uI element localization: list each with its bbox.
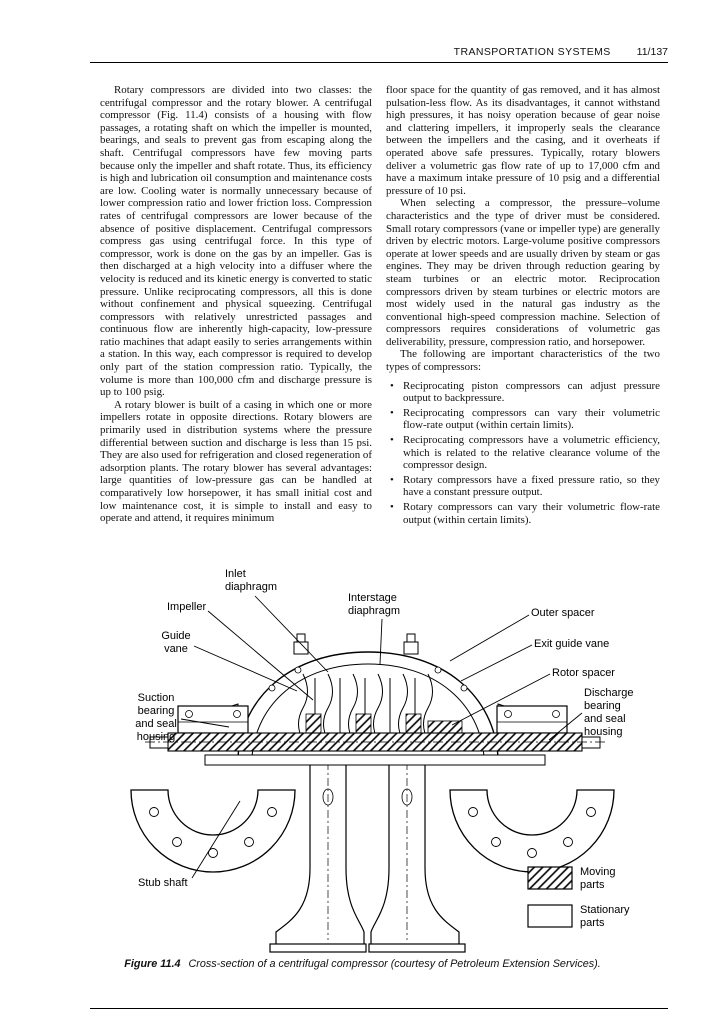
leader-outer-spacer bbox=[449, 614, 530, 662]
label-suction-bearing: Suction bearing and seal housing bbox=[135, 692, 177, 743]
compressor-cross-section-diagram bbox=[130, 595, 615, 953]
label-rotor-spacer: Rotor spacer bbox=[552, 667, 615, 679]
label-outer-spacer: Outer spacer bbox=[531, 607, 595, 619]
leader-guide-vane bbox=[193, 645, 298, 692]
figure-caption: Figure 11.4 Cross-section of a centrifuga… bbox=[60, 958, 665, 970]
legend-stationary-swatch bbox=[527, 904, 573, 928]
label-discharge-bearing: Discharge bearing and seal housing bbox=[584, 687, 634, 738]
paragraph: When selecting a compressor, the pressur… bbox=[386, 197, 660, 348]
support-pedestal bbox=[269, 756, 466, 953]
discharge-bearing-cap bbox=[496, 705, 568, 734]
label-exit-guide-vane: Exit guide vane bbox=[534, 638, 610, 650]
suction-bearing-cap bbox=[177, 705, 249, 734]
figure-caption-label: Figure 11.4 bbox=[124, 958, 181, 970]
discharge-bearing-housing bbox=[449, 789, 615, 873]
list-item: Rotary compressors have a fixed pressure… bbox=[390, 474, 660, 499]
list-item: Reciprocating piston compressors can adj… bbox=[390, 380, 660, 405]
list-item: Rotary compressors can vary their volume… bbox=[390, 501, 660, 526]
right-column: floor space for the quantity of gas remo… bbox=[386, 84, 660, 566]
page-number: 11/137 bbox=[636, 46, 668, 58]
leader-impeller bbox=[207, 610, 314, 701]
casing-inner-contour bbox=[251, 663, 485, 758]
label-impeller: Impeller bbox=[167, 601, 207, 613]
running-head-title: TRANSPORTATION SYSTEMS bbox=[453, 46, 611, 58]
stub-shaft-right bbox=[581, 736, 601, 749]
leader-interstage-diaphragm bbox=[379, 618, 383, 665]
running-head: TRANSPORTATION SYSTEMS 11/137 bbox=[90, 46, 668, 58]
coupling-mark-left bbox=[322, 788, 334, 806]
compressor-characteristics-list: Reciprocating piston compressors can adj… bbox=[386, 380, 660, 527]
paragraph: The following are important characterist… bbox=[386, 348, 660, 374]
paragraph: floor space for the quantity of gas remo… bbox=[386, 84, 660, 197]
stub-shaft-left bbox=[149, 736, 169, 749]
legend-stationary-label: Stationary parts bbox=[580, 904, 630, 929]
casing-top-bolts bbox=[293, 633, 419, 655]
footer-rule bbox=[90, 1008, 668, 1010]
label-interstage-diaphragm: Interstage diaphragm bbox=[348, 592, 400, 617]
paragraph: A rotary blower is built of a casing in … bbox=[100, 398, 372, 525]
leader-lines bbox=[180, 595, 583, 879]
label-inlet-diaphragm: Inlet diaphragm bbox=[225, 568, 277, 593]
label-stub-shaft: Stub shaft bbox=[138, 877, 188, 889]
casing-flange-nuts bbox=[268, 666, 468, 692]
leader-rotor-spacer bbox=[451, 673, 551, 726]
header-rule bbox=[90, 62, 668, 64]
suction-bearing-housing bbox=[130, 789, 296, 873]
legend-moving-swatch bbox=[527, 866, 573, 890]
paragraph: Rotary compressors are divided into two … bbox=[100, 84, 372, 399]
left-column: Rotary compressors are divided into two … bbox=[100, 84, 372, 566]
list-item: Reciprocating compressors have a volumet… bbox=[390, 434, 660, 472]
leader-exit-guide-vane bbox=[460, 644, 533, 682]
casing-base-flange bbox=[204, 754, 546, 766]
legend-moving-label: Moving parts bbox=[580, 866, 616, 891]
leader-inlet-diaphragm bbox=[254, 595, 329, 673]
leader-suction-bearing bbox=[180, 718, 230, 728]
label-guide-vane: Guide vane bbox=[161, 630, 191, 655]
coupling-mark-right bbox=[401, 788, 413, 806]
pedestal-centerlines bbox=[327, 762, 408, 940]
leader-stub-shaft bbox=[191, 800, 241, 879]
list-item: Reciprocating compressors can vary their… bbox=[390, 407, 660, 432]
figure-caption-text: Cross-section of a centrifugal compresso… bbox=[188, 958, 601, 970]
leader-discharge-bearing bbox=[548, 712, 583, 741]
